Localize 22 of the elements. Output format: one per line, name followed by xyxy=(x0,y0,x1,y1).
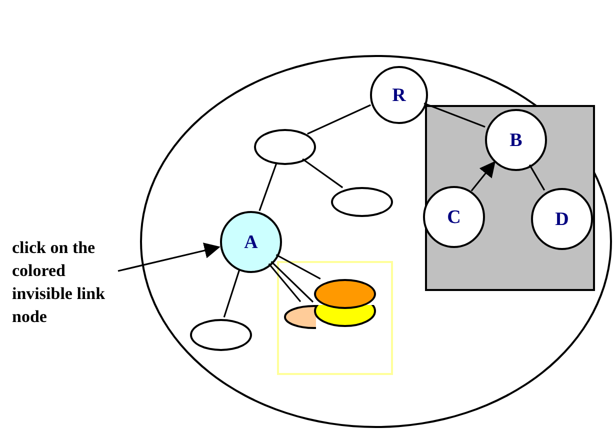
instruction-text: click on the colored invisible link node xyxy=(12,237,106,328)
node-label: D xyxy=(555,210,569,228)
arrow xyxy=(118,242,220,272)
connector-line xyxy=(270,261,314,303)
link-node-oval xyxy=(314,279,376,309)
node-label: C xyxy=(447,208,461,226)
tree-node-oval xyxy=(190,319,252,351)
connector-line xyxy=(223,269,240,318)
connector-line xyxy=(268,263,302,302)
tree-node-oval xyxy=(254,129,316,165)
arrow xyxy=(470,160,496,192)
connector-line xyxy=(307,104,371,135)
node-label: R xyxy=(392,86,406,104)
highlight-frame xyxy=(277,261,393,375)
connector-line xyxy=(258,162,278,212)
tree-node-circle xyxy=(485,109,547,171)
connector-line xyxy=(528,164,546,191)
connector-line xyxy=(424,102,486,128)
connector-line xyxy=(276,254,321,280)
connector-line xyxy=(302,158,344,188)
node-label: A xyxy=(244,232,258,252)
node-label: B xyxy=(510,130,522,150)
